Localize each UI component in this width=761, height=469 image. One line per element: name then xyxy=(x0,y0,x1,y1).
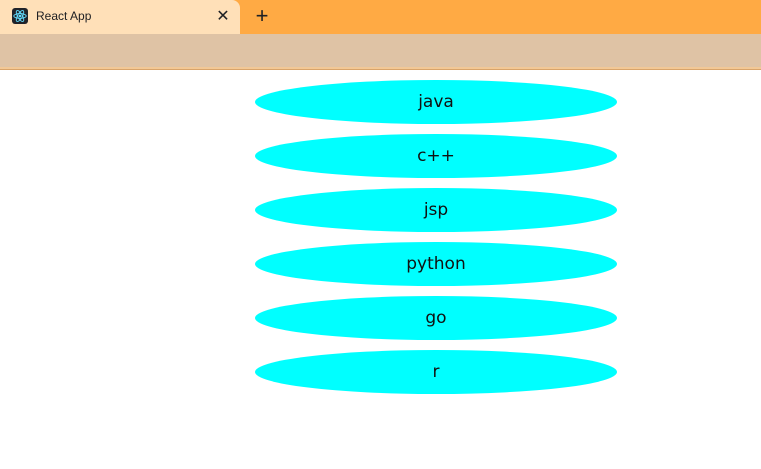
list-item-python[interactable]: python xyxy=(255,242,617,286)
list-item-go[interactable]: go xyxy=(255,296,617,340)
list-item-jsp[interactable]: jsp xyxy=(255,188,617,232)
language-list: java c++ jsp python go r xyxy=(255,80,617,404)
tab-title: React App xyxy=(36,9,92,23)
tab-react-app[interactable]: React App ✕ xyxy=(0,0,240,34)
list-item-java[interactable]: java xyxy=(255,80,617,124)
close-icon[interactable]: ✕ xyxy=(216,8,230,25)
list-item-cpp[interactable]: c++ xyxy=(255,134,617,178)
toolbar-divider xyxy=(0,67,761,70)
tab-strip: React App ✕ + xyxy=(0,0,761,34)
list-item-r[interactable]: r xyxy=(255,350,617,394)
page-content: java c++ jsp python go r xyxy=(0,71,761,469)
react-icon xyxy=(12,8,28,24)
new-tab-button[interactable]: + xyxy=(255,3,269,28)
browser-toolbar xyxy=(0,34,761,67)
